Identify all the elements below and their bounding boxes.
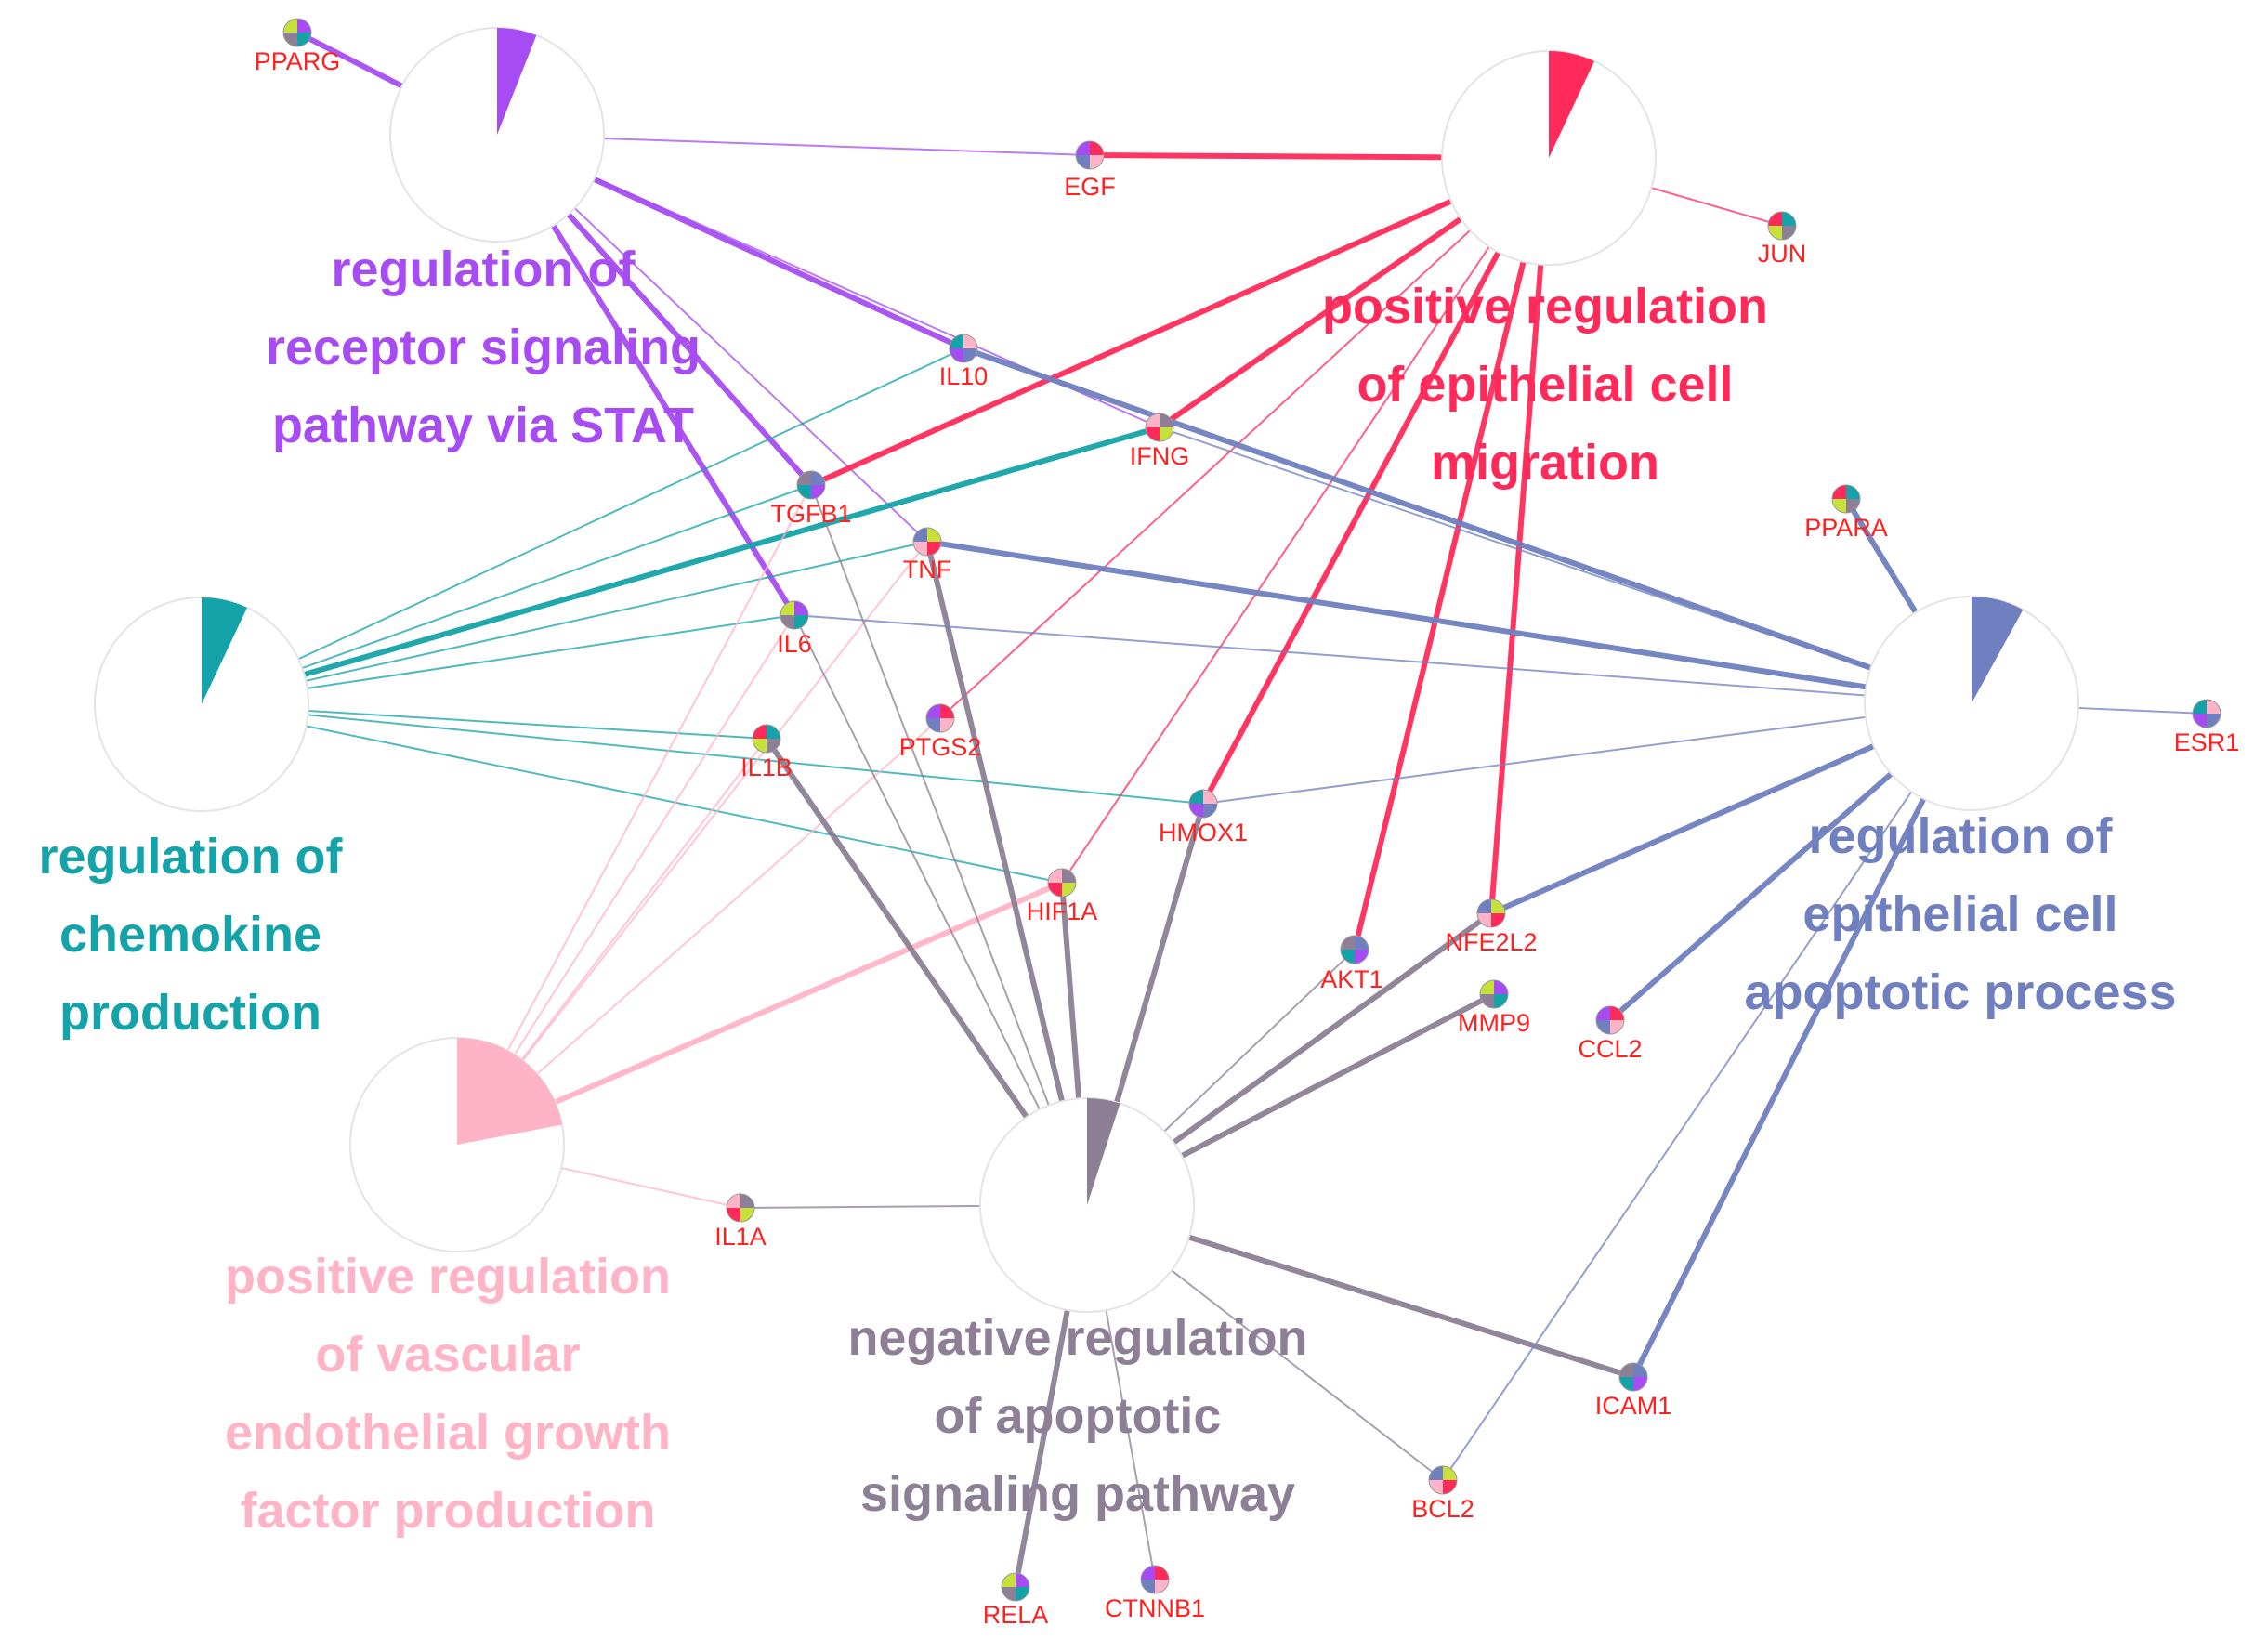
edge-t_chemo-IL10 bbox=[201, 347, 964, 705]
gene-node-HMOX1[interactable]: HMOX1 bbox=[1159, 789, 1248, 846]
gene-node-TNF[interactable]: TNF bbox=[903, 527, 951, 583]
gene-label-RELA: RELA bbox=[983, 1601, 1049, 1629]
gene-label-CTNNB1: CTNNB1 bbox=[1105, 1594, 1205, 1622]
gene-label-HMOX1: HMOX1 bbox=[1159, 819, 1248, 846]
edge-t_epi-BCL2 bbox=[1442, 702, 1972, 1481]
gene-node-AKT1[interactable]: AKT1 bbox=[1320, 935, 1383, 993]
gene-label-CCL2: CCL2 bbox=[1578, 1035, 1642, 1063]
gene-label-TGFB1: TGFB1 bbox=[770, 500, 851, 528]
edge-t_mig-NFE2L2 bbox=[1488, 157, 1552, 914]
edge-t_vegf-TGFB1 bbox=[456, 484, 812, 1146]
gene-node-JUN[interactable]: JUN bbox=[1758, 211, 1807, 268]
term-node-t_stat[interactable] bbox=[389, 27, 605, 243]
edge-t_vegf-TNF bbox=[456, 541, 928, 1146]
edge-t_mig-TGFB1 bbox=[809, 155, 1551, 488]
edge-t_chemo-HIF1A bbox=[201, 703, 1063, 884]
gene-label-EGF: EGF bbox=[1064, 173, 1116, 201]
gene-label-IL6: IL6 bbox=[777, 630, 812, 658]
gene-node-HIF1A[interactable]: HIF1A bbox=[1027, 868, 1098, 925]
edge-t_chemo-HMOX1 bbox=[201, 703, 1204, 805]
gene-label-PPARA: PPARA bbox=[1804, 514, 1888, 542]
gene-node-ESR1[interactable]: ESR1 bbox=[2174, 699, 2240, 756]
edge-t_epi-IL6 bbox=[793, 614, 1972, 704]
edge-t_epi-IL10 bbox=[963, 346, 1972, 706]
edge-t_epi-IFNG bbox=[1159, 426, 1972, 704]
edge-t_chemo-TGFB1 bbox=[201, 484, 812, 705]
edge-t_chemo-TNF bbox=[201, 541, 928, 705]
gene-node-PTGS2[interactable]: PTGS2 bbox=[899, 703, 982, 761]
edge-t_epi-ICAM1 bbox=[1631, 701, 1974, 1379]
gene-node-CCL2[interactable]: CCL2 bbox=[1578, 1005, 1643, 1063]
gene-node-ICAM1[interactable]: ICAM1 bbox=[1595, 1362, 1672, 1420]
gene-node-PPARG[interactable]: PPARG bbox=[255, 18, 341, 75]
gene-label-IL1A: IL1A bbox=[714, 1223, 767, 1251]
gene-label-HIF1A: HIF1A bbox=[1027, 898, 1098, 925]
edge-t_mig-AKT1 bbox=[1352, 157, 1552, 951]
gene-node-IL1B[interactable]: IL1B bbox=[740, 724, 793, 781]
edge-t_vegf-HIF1A bbox=[455, 880, 1064, 1147]
term-node-layer bbox=[94, 27, 2079, 1313]
gene-label-PPARG: PPARG bbox=[255, 47, 341, 75]
gene-node-BCL2[interactable]: BCL2 bbox=[1411, 1465, 1474, 1523]
edge-t_mig-PTGS2 bbox=[939, 157, 1550, 719]
term-wedge bbox=[202, 597, 247, 704]
gene-node-IL10[interactable]: IL10 bbox=[939, 334, 989, 390]
term-wedge bbox=[1087, 1098, 1120, 1205]
gene-label-TNF: TNF bbox=[903, 556, 951, 583]
term-node-t_mig[interactable] bbox=[1441, 50, 1657, 266]
edge-t_chemo-IFNG bbox=[201, 425, 1160, 707]
edge-t_neg-TNF bbox=[924, 541, 1090, 1206]
gene-label-AKT1: AKT1 bbox=[1320, 965, 1383, 993]
gene-label-BCL2: BCL2 bbox=[1411, 1495, 1474, 1523]
edge-t_epi-TNF bbox=[926, 539, 1972, 706]
gene-label-JUN: JUN bbox=[1758, 240, 1807, 268]
gene-node-RELA[interactable]: RELA bbox=[983, 1572, 1049, 1629]
term-node-t_vegf[interactable] bbox=[349, 1037, 565, 1252]
gene-label-NFE2L2: NFE2L2 bbox=[1445, 928, 1537, 956]
gene-label-ESR1: ESR1 bbox=[2174, 728, 2240, 756]
edge-t_epi-HMOX1 bbox=[1202, 702, 1972, 805]
term-wedge bbox=[457, 1038, 562, 1145]
edge-t_neg-TGFB1 bbox=[810, 484, 1088, 1206]
term-node-t_neg[interactable] bbox=[979, 1097, 1195, 1313]
term-node-t_epi[interactable] bbox=[1864, 596, 2079, 811]
term-wedge bbox=[1549, 51, 1594, 158]
gene-label-PTGS2: PTGS2 bbox=[899, 733, 982, 761]
gene-node-EGF[interactable]: EGF bbox=[1064, 140, 1116, 201]
gene-label-ICAM1: ICAM1 bbox=[1595, 1392, 1672, 1420]
gene-node-NFE2L2[interactable]: NFE2L2 bbox=[1445, 898, 1538, 956]
gene-label-MMP9: MMP9 bbox=[1458, 1009, 1530, 1037]
term-node-t_chemo[interactable] bbox=[94, 597, 309, 812]
gene-label-IL1B: IL1B bbox=[740, 754, 793, 781]
edge-t_mig-HIF1A bbox=[1061, 157, 1550, 884]
gene-label-IL10: IL10 bbox=[939, 362, 989, 390]
gene-node-TGFB1[interactable]: TGFB1 bbox=[770, 470, 852, 528]
gene-node-IFNG[interactable]: IFNG bbox=[1130, 413, 1190, 470]
term-wedge bbox=[497, 28, 537, 135]
edge-t_mig-HMOX1 bbox=[1200, 156, 1552, 806]
gene-node-PPARA[interactable]: PPARA bbox=[1804, 484, 1888, 542]
gene-node-MMP9[interactable]: MMP9 bbox=[1458, 979, 1530, 1037]
gene-node-IL1A[interactable]: IL1A bbox=[714, 1193, 767, 1251]
gene-label-IFNG: IFNG bbox=[1130, 442, 1190, 470]
edge-t_neg-IL6 bbox=[793, 614, 1088, 1206]
term-wedge bbox=[1972, 597, 2024, 703]
gene-node-IL6[interactable]: IL6 bbox=[777, 600, 812, 658]
gene-node-CTNNB1[interactable]: CTNNB1 bbox=[1105, 1565, 1205, 1622]
